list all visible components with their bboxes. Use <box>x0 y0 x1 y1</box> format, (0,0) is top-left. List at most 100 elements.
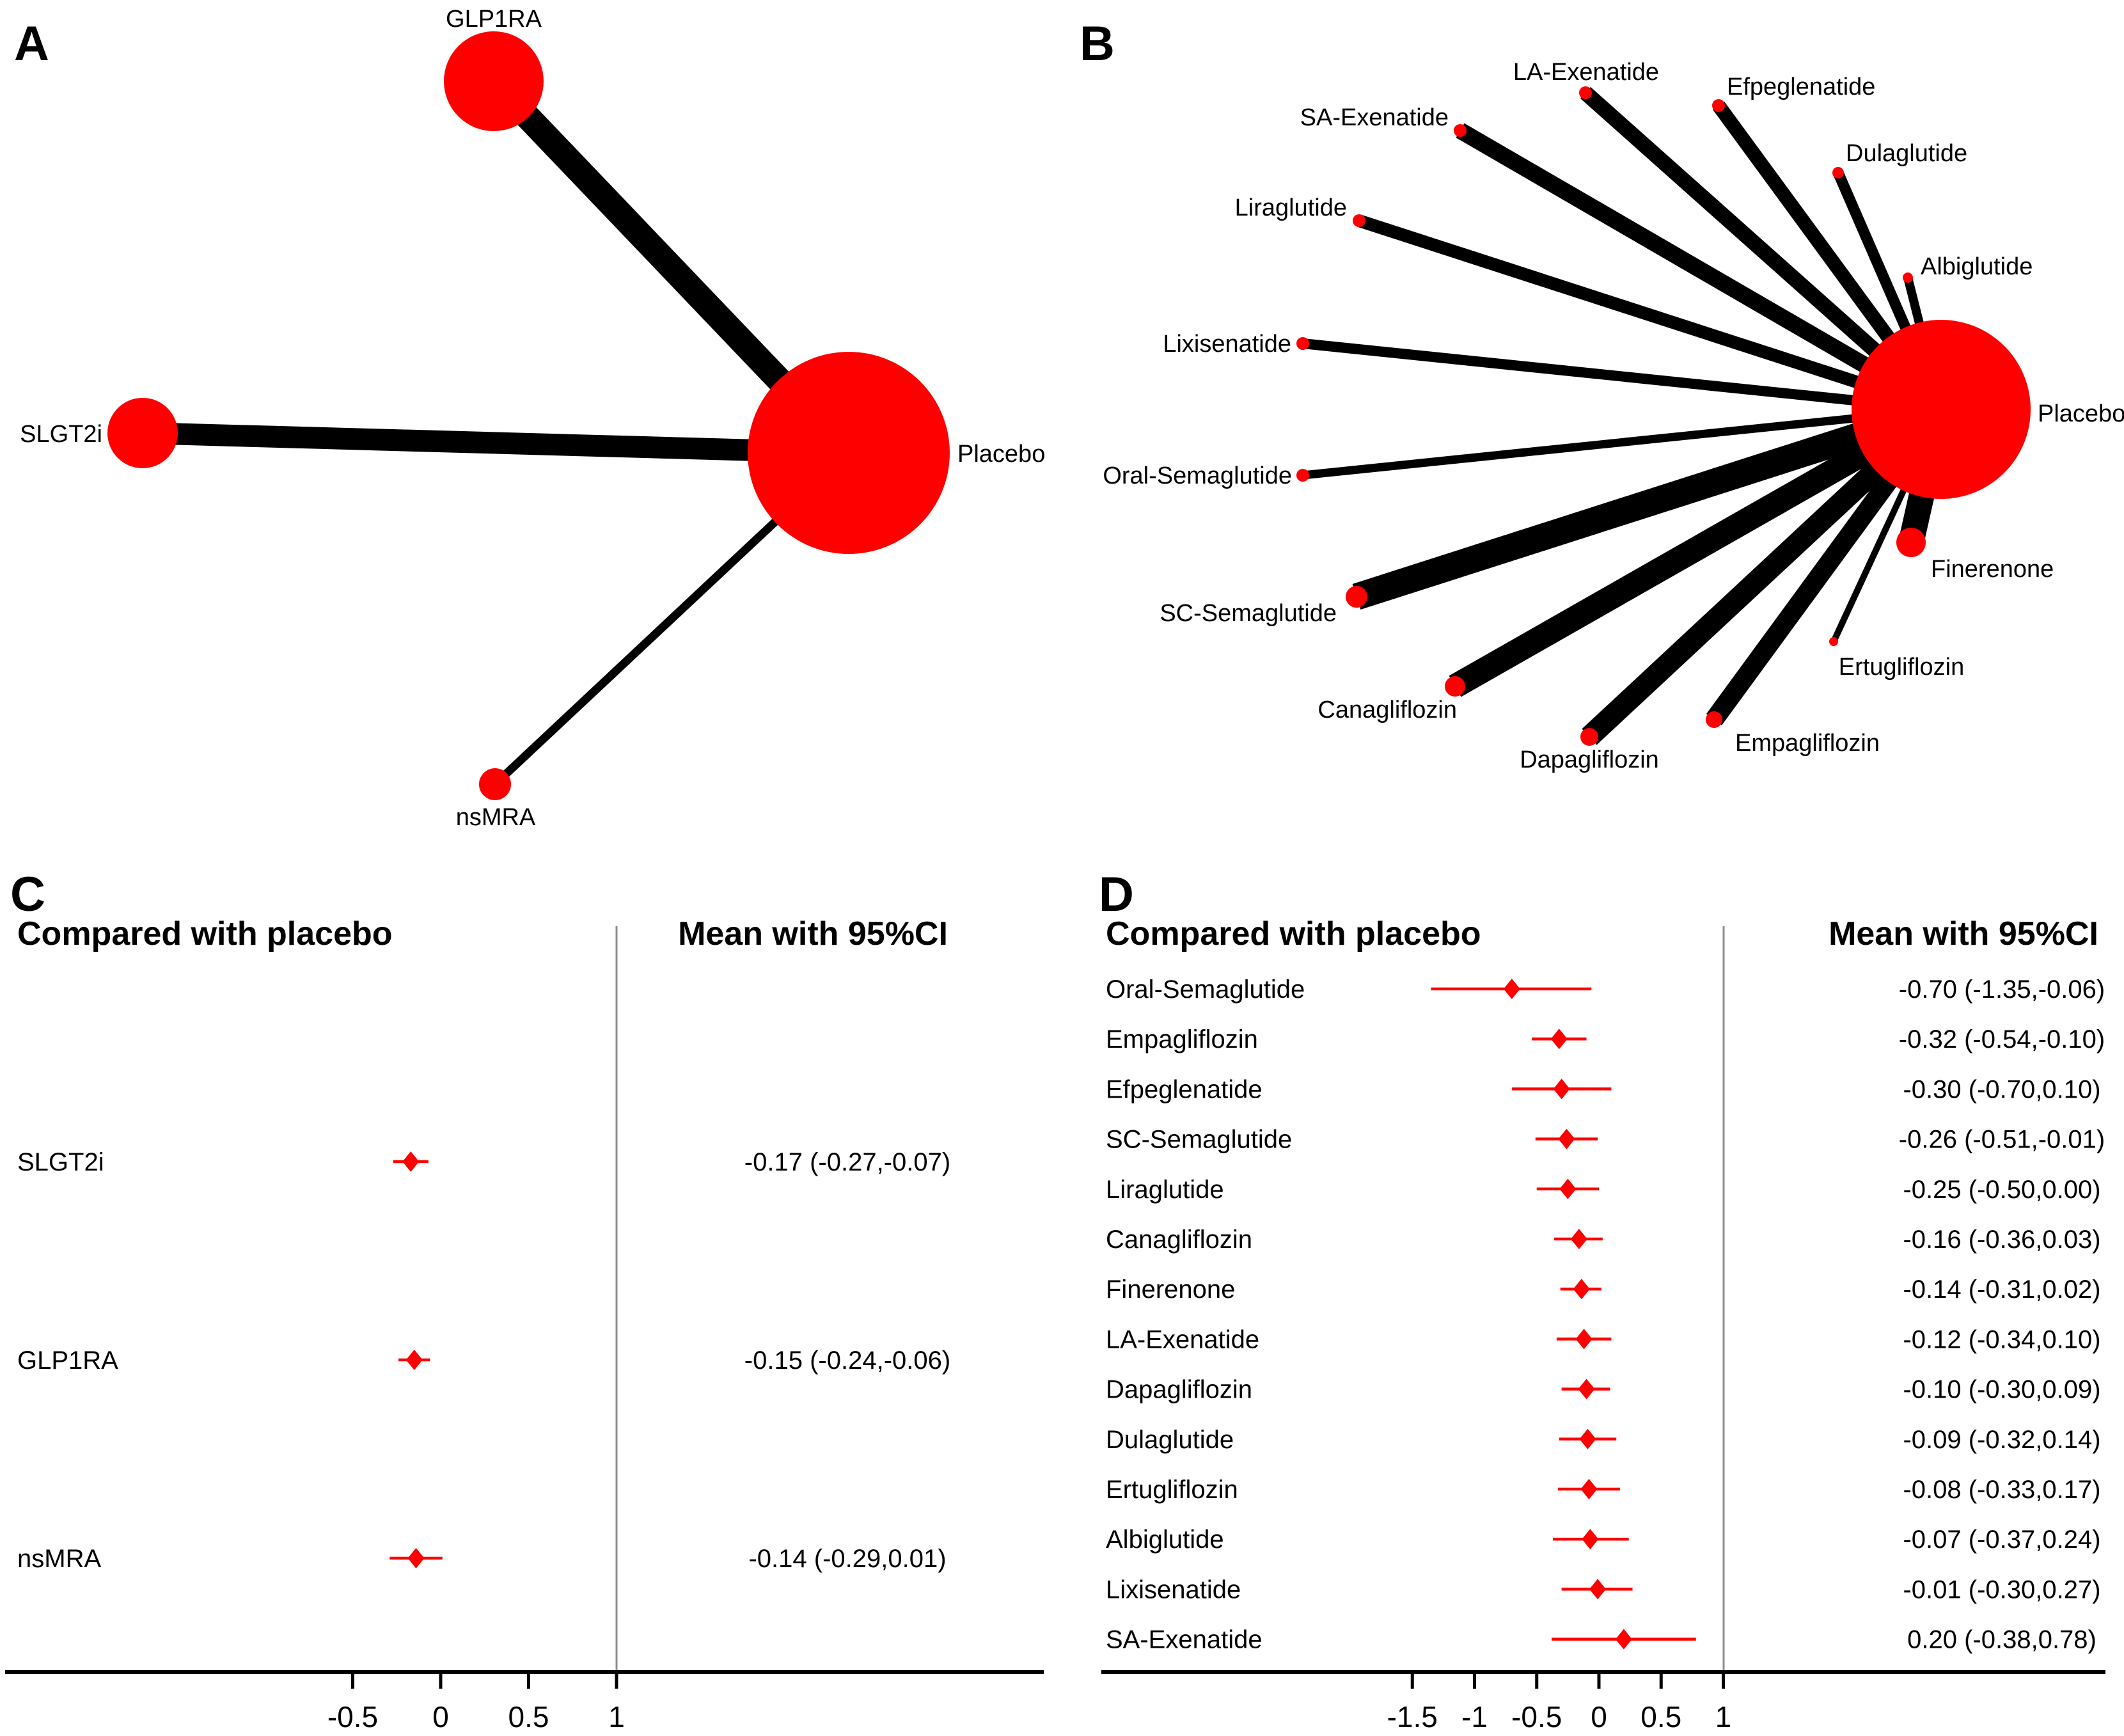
forest-diamond <box>1579 1428 1596 1449</box>
network-node-lixisenatide <box>1296 337 1309 350</box>
network-node-label-oral-semaglutide: Oral-Semaglutide <box>1103 462 1292 489</box>
x-axis-tick-label: -1.5 <box>1387 1700 1438 1733</box>
forest-diamond <box>1503 979 1520 999</box>
network-node-label-dulaglutide: Dulaglutide <box>1846 140 1967 167</box>
network-edge-placebo-canagliflozin <box>1449 398 1947 697</box>
panel-d-forest-plot: Oral-Semaglutide-0.70 (-1.35,-0.06)Empag… <box>1101 926 2105 1733</box>
forest-row-label-liraglutide: Liraglutide <box>1106 1176 1224 1204</box>
forest-mean-text: -0.26 (-0.51,-0.01) <box>1899 1126 2105 1154</box>
forest-mean-text: -0.70 (-1.35,-0.06) <box>1899 975 2105 1004</box>
forest-diamond <box>1582 1529 1599 1550</box>
x-axis-tick-label: -1 <box>1461 1700 1488 1733</box>
forest-diamond <box>1558 1128 1575 1149</box>
x-axis-tick-label: 1 <box>1715 1700 1732 1733</box>
network-node-placebo <box>748 352 950 554</box>
network-edge-placebo-lixisenatide <box>1302 338 1942 414</box>
forest-row-label-sc-semaglutide: SC-Semaglutide <box>1106 1126 1292 1154</box>
forest-row-label-dapagliflozin: Dapagliflozin <box>1106 1376 1252 1404</box>
forest-diamond <box>1553 1078 1570 1100</box>
panel-b-letter: B <box>1080 17 1115 71</box>
network-node-label-sa-exenatide: SA-Exenatide <box>1300 104 1449 131</box>
forest-row-label-la-exenatide: LA-Exenatide <box>1106 1325 1259 1353</box>
forest-mean-text: -0.12 (-0.34,0.10) <box>1903 1325 2100 1353</box>
network-edge-placebo-liraglutide <box>1357 214 1944 416</box>
forest-row-label-dulaglutide: Dulaglutide <box>1106 1426 1234 1454</box>
forest-row-label-canagliflozin: Canagliflozin <box>1106 1226 1252 1254</box>
x-axis-tick-label: 1 <box>608 1700 625 1733</box>
x-axis-tick-label: -0.5 <box>1511 1700 1562 1733</box>
network-node-nsmra <box>479 768 511 800</box>
forest-mean-text: -0.15 (-0.24,-0.06) <box>744 1346 950 1375</box>
network-node-placebo <box>1852 320 2031 499</box>
network-node-label-la-exenatide: LA-Exenatide <box>1513 59 1659 86</box>
network-node-finerenone <box>1896 528 1926 557</box>
forest-diamond <box>405 1350 423 1370</box>
forest-row-label-finerenone: Finerenone <box>1106 1275 1235 1304</box>
network-node-label-albiglutide: Albiglutide <box>1921 253 2033 280</box>
network-node-label-liraglutide: Liraglutide <box>1235 194 1347 221</box>
network-node-label-nsmra: nsMRA <box>456 804 536 831</box>
panel-d-left-header: Compared with placebo <box>1106 915 1481 952</box>
forest-diamond <box>1550 1029 1568 1050</box>
forest-diamond <box>1615 1629 1632 1650</box>
forest-mean-text: -0.25 (-0.50,0.00) <box>1903 1176 2100 1204</box>
panel-c-letter: C <box>10 867 45 922</box>
panel-a-letter: A <box>14 17 49 71</box>
network-edge-placebo-sc-semaglutide <box>1352 397 1946 610</box>
forest-row-label-albiglutide: Albiglutide <box>1106 1526 1224 1554</box>
x-axis-tick-label: 0.5 <box>1640 1700 1681 1733</box>
panel-c-left-header: Compared with placebo <box>17 915 393 952</box>
network-node-empagliflozin <box>1706 711 1722 728</box>
forest-mean-text: -0.10 (-0.30,0.09) <box>1903 1376 2100 1404</box>
forest-mean-text: -0.16 (-0.36,0.03) <box>1903 1226 2100 1254</box>
forest-mean-text: -0.09 (-0.32,0.14) <box>1903 1426 2100 1454</box>
network-node-dapagliflozin <box>1580 728 1598 746</box>
forest-row-label-lixisenatide: Lixisenatide <box>1106 1575 1241 1604</box>
network-edge-placebo-slgt2i <box>142 422 849 464</box>
forest-mean-text: -0.07 (-0.37,0.24) <box>1903 1526 2100 1554</box>
network-node-liraglutide <box>1353 214 1365 227</box>
network-node-sc-semaglutide <box>1346 586 1367 608</box>
network-node-sa-exenatide <box>1454 124 1467 137</box>
network-node-label-efpeglenatide: Efpeglenatide <box>1727 74 1875 100</box>
forest-mean-text: 0.20 (-0.38,0.78) <box>1907 1626 2096 1654</box>
forest-diamond <box>407 1548 425 1568</box>
forest-diamond <box>1559 1178 1577 1199</box>
forest-mean-text: -0.01 (-0.30,0.27) <box>1903 1575 2100 1604</box>
forest-row-label-efpeglenatide: Efpeglenatide <box>1106 1075 1263 1103</box>
network-node-label-finerenone: Finerenone <box>1931 556 2054 583</box>
forest-mean-text: -0.30 (-0.70,0.10) <box>1903 1075 2100 1103</box>
forest-diamond <box>1573 1279 1590 1300</box>
forest-row-label-nsmra: nsMRA <box>17 1545 101 1573</box>
forest-row-label-slgt2i: SLGT2i <box>17 1148 104 1176</box>
network-node-canagliflozin <box>1445 676 1465 697</box>
forest-diamond <box>1575 1329 1593 1350</box>
forest-diamond <box>1570 1229 1587 1249</box>
forest-mean-text: -0.14 (-0.29,0.01) <box>748 1545 946 1573</box>
network-node-albiglutide <box>1903 272 1913 283</box>
network-node-la-exenatide <box>1579 86 1592 99</box>
panel-d-letter: D <box>1099 867 1134 922</box>
panel-b-network: LA-ExenatideEfpeglenatideSA-ExenatideDul… <box>1103 59 2124 773</box>
panel-c-right-header: Mean with 95%CI <box>678 915 948 952</box>
x-axis-tick-label: 0 <box>432 1700 449 1733</box>
network-node-label-dapagliflozin: Dapagliflozin <box>1520 746 1659 773</box>
forest-row-label-sa-exenatide: SA-Exenatide <box>1106 1626 1263 1654</box>
forest-mean-text: -0.08 (-0.33,0.17) <box>1903 1476 2100 1504</box>
x-axis-tick-label: -0.5 <box>327 1700 378 1733</box>
network-node-efpeglenatide <box>1712 99 1725 112</box>
network-node-label-empagliflozin: Empagliflozin <box>1735 730 1880 757</box>
forest-row-label-empagliflozin: Empagliflozin <box>1106 1025 1258 1053</box>
network-node-label-canagliflozin: Canagliflozin <box>1318 697 1457 723</box>
network-edge-placebo-oral-semaglutide <box>1302 405 1942 480</box>
network-node-ertugliflozin <box>1829 637 1838 646</box>
forest-diamond <box>1589 1579 1607 1600</box>
network-edge-placebo-sa-exenatide <box>1456 123 1946 417</box>
network-node-oral-semaglutide <box>1296 469 1309 482</box>
x-axis-tick-label: 0.5 <box>508 1700 549 1733</box>
network-node-dulaglutide <box>1832 167 1844 178</box>
panel-c-forest-plot: SLGT2i-0.17 (-0.27,-0.07)GLP1RA-0.15 (-0… <box>5 926 1044 1733</box>
forest-row-label-glp1ra: GLP1RA <box>17 1346 118 1375</box>
